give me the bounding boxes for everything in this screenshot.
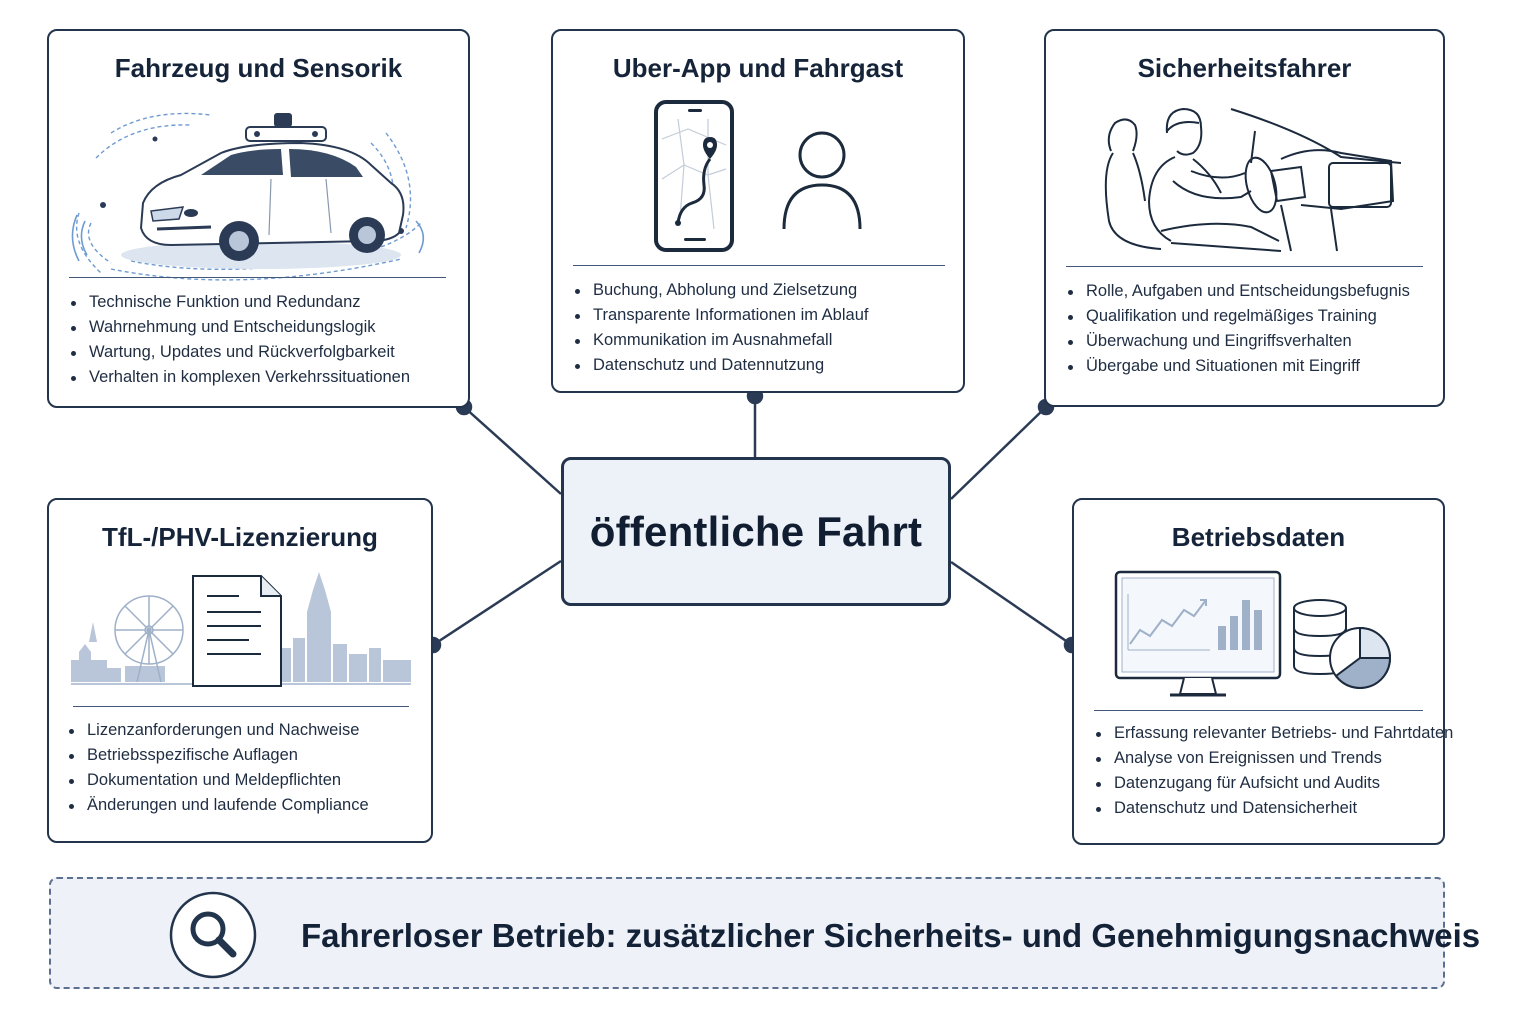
card-license: TfL-/PHV-Lizenzierung [47,498,433,843]
divider [1066,266,1423,267]
list-item: Erfassung relevanter Betriebs- und Fahrt… [1092,721,1453,746]
card-title: Betriebsdaten [1171,522,1346,552]
center-node: öffentliche Fahrt [561,457,951,606]
divider [573,265,945,266]
card-title: Uber-App und Fahrgast [612,53,904,83]
analytics-monitor-database-icon [1114,570,1392,697]
footer-text: Fahrerloser Betrieb: zusätzlicher Sicher… [301,917,1481,954]
list-item: Verhalten in komplexen Verkehrssituation… [67,365,410,390]
magnifier-icon [169,891,257,979]
bullet-list: Rolle, Aufgaben und Entscheidungsbefugni… [1064,279,1410,379]
footer-banner: Fahrerloser Betrieb: zusätzlicher Sicher… [49,877,1480,989]
divider [69,277,446,278]
list-item: Übergabe und Situationen mit Eingriff [1064,354,1410,379]
card-title: TfL-/PHV-Lizenzierung [102,522,378,552]
card-title: Sicherheitsfahrer [1137,53,1352,83]
list-item: Dokumentation und Meldepflichten [65,768,369,793]
bullet-list: Lizenzanforderungen und Nachweise Betrie… [65,718,369,818]
list-item: Änderungen und laufende Compliance [65,793,369,818]
card-title: Fahrzeug und Sensorik [114,53,403,83]
connector-data [950,560,1073,647]
list-item: Transparente Informationen im Ablauf [571,303,868,328]
passenger-person-icon [782,131,862,230]
connector-driver [950,406,1047,500]
bullet-list: Buchung, Abholung und Zielsetzung Transp… [571,278,868,378]
bullet-list: Erfassung relevanter Betriebs- und Fahrt… [1092,721,1453,821]
card-safety-driver: Sicherheitsfahrer [1044,29,1445,407]
connector-vehicle [463,406,562,495]
autonomous-car-icon [71,112,425,281]
smartphone-map-icon [654,100,734,252]
card-vehicle-sensors: Fahrzeug und Sensorik [47,29,470,408]
list-item: Qualifikation und regelmäßiges Training [1064,304,1410,329]
connector-license [432,559,562,647]
list-item: Datenschutz und Datennutzung [571,353,868,378]
list-item: Buchung, Abholung und Zielsetzung [571,278,868,303]
card-app-passenger: Uber-App und Fahrgast Buchung, Abholung … [551,29,965,393]
center-label: öffentliche Fahrt [589,507,923,555]
list-item: Lizenzanforderungen und Nachweise [65,718,369,743]
list-item: Wahrnehmung und Entscheidungslogik [67,315,410,340]
list-item: Wartung, Updates und Rückverfolgbarkeit [67,340,410,365]
list-item: Datenzugang für Aufsicht und Audits [1092,771,1453,796]
list-item: Datenschutz und Datensicherheit [1092,796,1453,821]
list-item: Kommunikation im Ausnahmefall [571,328,868,353]
safety-driver-icon [1104,107,1401,252]
list-item: Betriebsspezifische Auflagen [65,743,369,768]
divider [73,706,409,707]
london-skyline-document-icon [71,572,411,687]
list-item: Überwachung und Eingriffsverhalten [1064,329,1410,354]
list-item: Analyse von Ereignissen und Trends [1092,746,1453,771]
list-item: Technische Funktion und Redundanz [67,290,410,315]
bullet-list: Technische Funktion und Redundanz Wahrne… [67,290,410,390]
divider [1094,710,1423,711]
list-item: Rolle, Aufgaben und Entscheidungsbefugni… [1064,279,1410,304]
card-operating-data: Betriebsdaten Erfassung rele [1072,498,1453,845]
